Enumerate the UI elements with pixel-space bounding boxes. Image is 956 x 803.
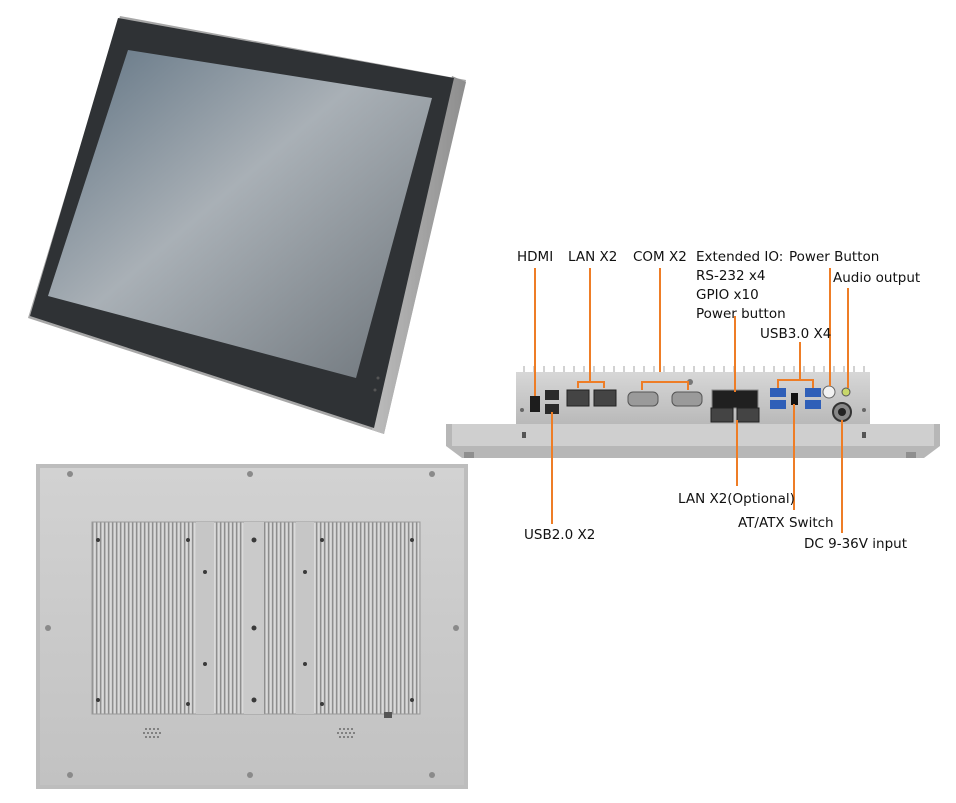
power-button	[822, 385, 836, 399]
callout-hdmi: HDMI	[517, 249, 554, 265]
callout-dc-input: DC 9-36V input	[804, 536, 908, 552]
rear-connector	[384, 712, 392, 718]
io-panel-image	[446, 366, 940, 458]
callout-lan-x2: LAN X2	[568, 249, 618, 265]
rear-screw-holes	[45, 471, 459, 778]
extended-io-item: Power button	[696, 306, 786, 322]
lan-optional-port-1	[710, 407, 734, 423]
extended-io-item: GPIO x10	[696, 287, 759, 303]
usb2-port-1	[545, 390, 559, 400]
touch-screen	[48, 50, 432, 378]
callout-usb20-x2: USB2.0 X2	[524, 527, 596, 543]
callout-com-x2: COM X2	[633, 249, 687, 265]
extended-io-connector	[711, 389, 759, 409]
callout-audio-output: Audio output	[833, 270, 921, 286]
com-port-2	[671, 391, 703, 407]
usb3-port-1	[770, 388, 786, 397]
heatsink	[91, 521, 421, 715]
callout-at-atx-switch: AT/ATX Switch	[738, 515, 834, 531]
leader-lines	[534, 268, 849, 533]
com-port-1	[627, 391, 659, 407]
speaker-grille-right	[337, 728, 355, 738]
at-atx-switch	[791, 393, 798, 405]
callout-usb30-x4: USB3.0 X4	[760, 326, 832, 342]
lan-port-1	[566, 389, 590, 407]
callout-extended-io: Extended IO: RS-232 x4 GPIO x10 Power bu…	[696, 248, 786, 324]
lan-port-2	[593, 389, 617, 407]
rear-panel-image	[36, 464, 468, 789]
usb3-port-2	[770, 400, 786, 409]
usb2-port-2	[545, 404, 559, 414]
front-panel-image	[28, 16, 466, 434]
usb3-port-3	[805, 388, 821, 397]
extended-io-title: Extended IO:	[696, 249, 784, 265]
callout-power-button: Power Button	[789, 249, 880, 265]
audio-jack	[841, 387, 851, 397]
extended-io-item: RS-232 x4	[696, 268, 766, 284]
speaker-grille-left	[143, 728, 161, 738]
hdmi-port	[530, 396, 540, 412]
callout-lan-x2-optional: LAN X2(Optional)	[678, 491, 795, 507]
lan-optional-port-2	[736, 407, 760, 423]
usb3-port-4	[805, 400, 821, 409]
